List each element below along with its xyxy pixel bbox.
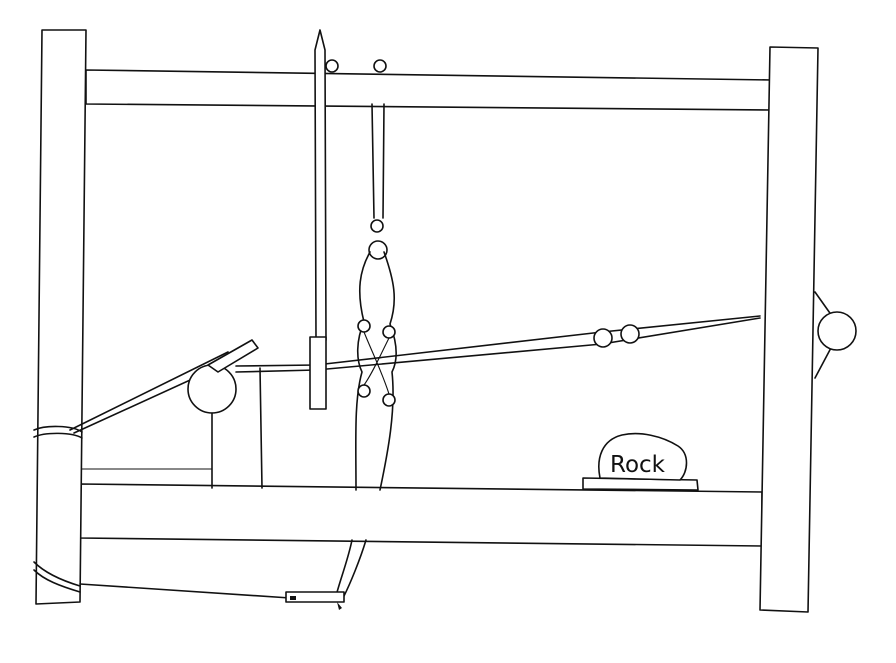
warp-upper [235,315,761,367]
left-post-lashing-lower [33,561,81,593]
treadle-rope [335,539,367,597]
right-bracket [814,291,833,379]
heddle-knot-2 [382,325,396,339]
sword-block [309,336,327,410]
right-post [759,46,819,613]
warp-roller-left [593,328,613,348]
heddle-knot-1 [357,319,371,333]
heddle-knot-4 [382,393,396,407]
pedal-tip [337,602,342,610]
sword-stick [314,29,327,341]
heddle-cross [363,331,390,395]
right-knob [817,311,857,351]
bottom-beam [79,483,763,547]
rock-shape [598,432,688,481]
top-peg-right [373,59,387,73]
cloth-roller [187,364,237,414]
pedal-cord [79,583,291,599]
roller-stick [207,339,259,373]
heddle-hanger [371,103,385,219]
pedal [285,591,345,603]
rock-label: Rock [610,452,666,478]
breast-beam-support [259,367,263,489]
warp-lower [235,317,761,373]
heddle-string-left [354,251,371,491]
heddle-string-right [379,251,398,491]
warp-roller-right [620,324,640,344]
top-peg-left [325,59,339,73]
left-post [35,29,87,605]
heddle-eye [368,240,388,260]
top-beam [85,69,773,111]
pedal-clip [290,596,296,600]
heddle-ring [370,219,384,233]
heddle-knot-3 [357,384,371,398]
tension-cord-upper [69,351,229,431]
